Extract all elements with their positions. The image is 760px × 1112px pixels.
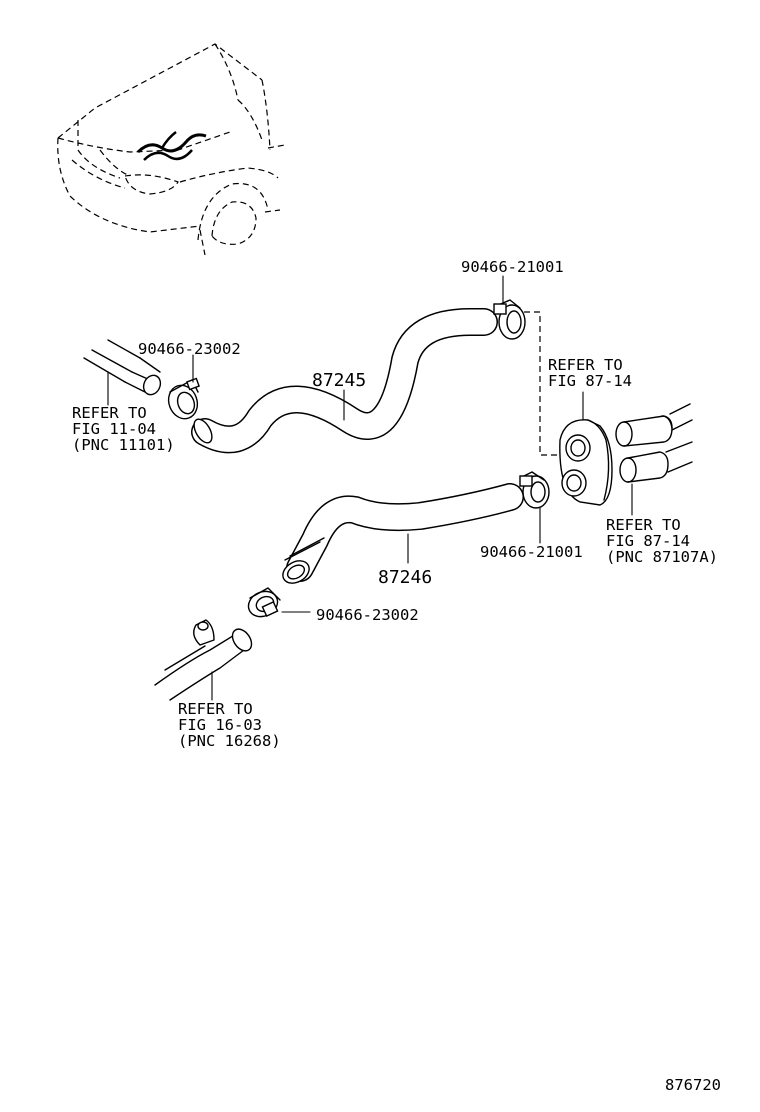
label-clamp-right: 90466-21001 (480, 543, 583, 561)
hose-clamp-top (493, 299, 526, 340)
label-refer-right-bottom-1: REFER TO (606, 516, 681, 534)
label-clamp-lower: 90466-23002 (316, 606, 419, 624)
label-refer-left-3: (PNC 11101) (72, 436, 175, 454)
label-refer-right-bottom-2: FIG 87-14 (606, 532, 690, 550)
label-refer-bottom-2: FIG 16-03 (178, 716, 262, 734)
label-clamp-top: 90466-21001 (461, 258, 564, 276)
car-locator-illustration (57, 43, 286, 256)
heater-hose-87246 (282, 483, 524, 584)
heater-hose-87245 (191, 308, 498, 454)
figure-number: 876720 (665, 1076, 721, 1094)
label-hose-lower: 87246 (378, 567, 432, 588)
engine-pipe-lower (154, 619, 253, 701)
hose-clamp-right (519, 471, 550, 509)
label-refer-right-bottom-3: (PNC 87107A) (606, 548, 718, 566)
hose-clamp-lower (247, 587, 281, 618)
label-refer-left-1: REFER TO (72, 404, 147, 422)
label-refer-right-top-2: FIG 87-14 (548, 372, 632, 390)
heater-core-pipes (615, 403, 693, 483)
label-refer-bottom-3: (PNC 16268) (178, 732, 281, 750)
label-hose-upper: 87245 (312, 370, 366, 391)
label-refer-right-top-1: REFER TO (548, 356, 623, 374)
labels: 90466-21001 90466-23002 87245 REFER TO F… (72, 258, 721, 1094)
label-refer-bottom-1: REFER TO (178, 700, 253, 718)
label-clamp-left: 90466-23002 (138, 340, 241, 358)
engine-pipe-upper (83, 339, 162, 396)
heater-grommet (559, 419, 613, 506)
leader-lines (107, 275, 633, 701)
label-refer-left-2: FIG 11-04 (72, 420, 156, 438)
hose-clamp-upper-left (167, 377, 200, 420)
